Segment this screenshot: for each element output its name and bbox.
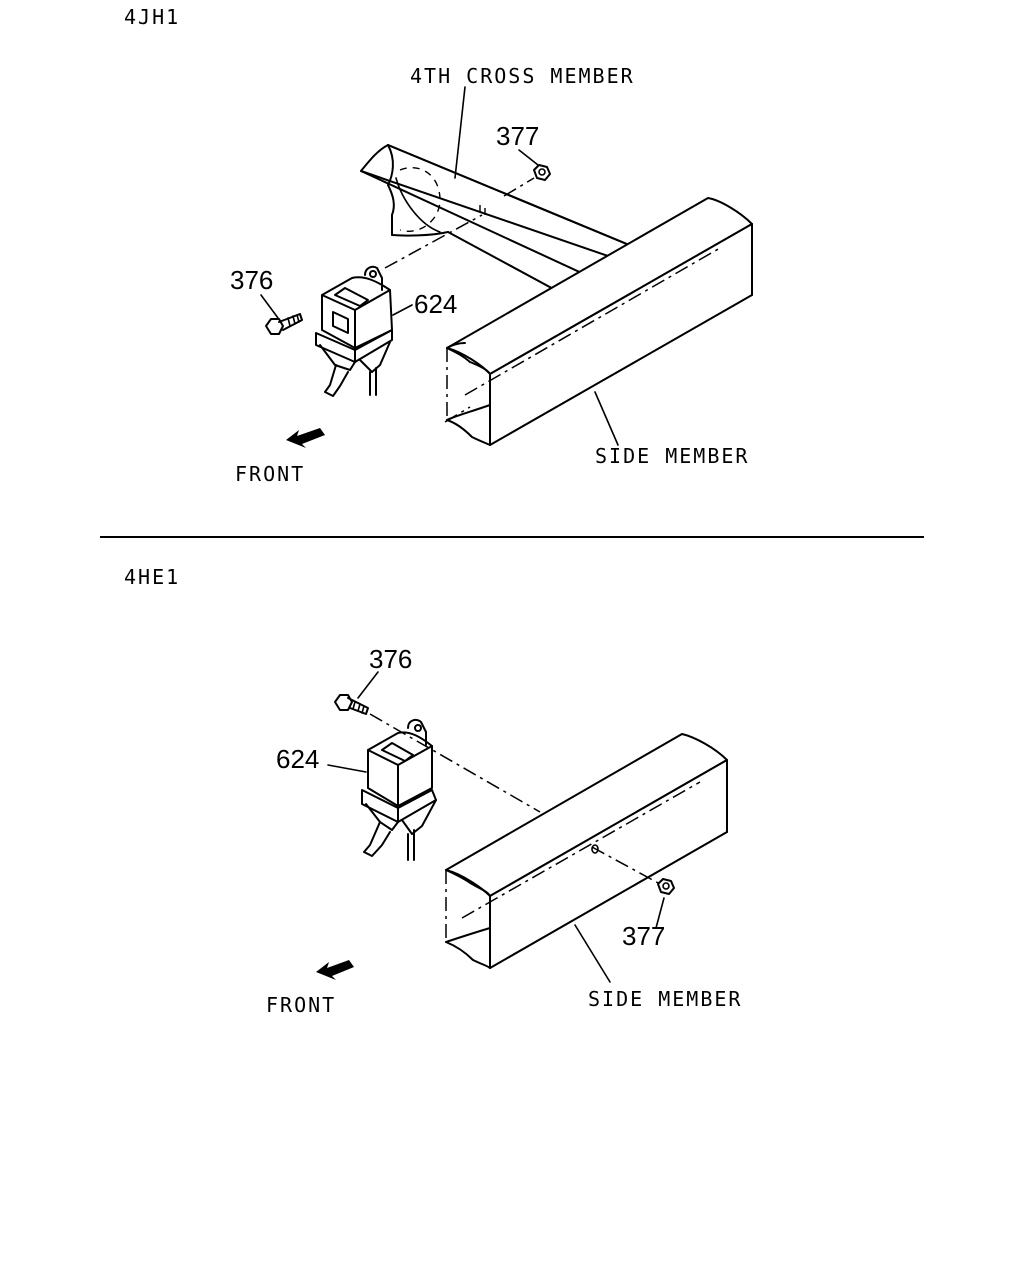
hex-nut-icon bbox=[533, 164, 551, 181]
front-label: FRONT bbox=[266, 993, 336, 1017]
side-member bbox=[444, 197, 753, 446]
arrow-left-down-icon bbox=[286, 428, 325, 448]
section-4jh1: 4JH1 bbox=[124, 5, 753, 486]
bolt-callout-376: 376 bbox=[230, 265, 273, 295]
nut-callout-377: 377 bbox=[496, 121, 539, 151]
hex-nut-icon bbox=[657, 878, 675, 895]
engine-label-4he1: 4HE1 bbox=[124, 565, 180, 589]
bolt-icon bbox=[265, 313, 303, 335]
section-4he1: 4HE1 bbox=[124, 565, 742, 1017]
side-member-label: SIDE MEMBER bbox=[588, 987, 742, 1011]
bolt-callout-376: 376 bbox=[369, 644, 412, 674]
relay-callout-624: 624 bbox=[276, 744, 319, 774]
bolt-icon bbox=[334, 694, 369, 715]
side-member-label: SIDE MEMBER bbox=[595, 444, 749, 468]
cross-member-label: 4TH CROSS MEMBER bbox=[410, 64, 635, 88]
relay-unit-icon bbox=[361, 719, 437, 861]
engine-label-4jh1: 4JH1 bbox=[124, 5, 180, 29]
arrow-left-down-icon bbox=[316, 960, 354, 980]
side-member bbox=[445, 733, 728, 969]
relay-unit-icon bbox=[315, 265, 393, 397]
relay-callout-624: 624 bbox=[414, 289, 457, 319]
nut-callout-377: 377 bbox=[622, 921, 665, 951]
front-label: FRONT bbox=[235, 462, 305, 486]
